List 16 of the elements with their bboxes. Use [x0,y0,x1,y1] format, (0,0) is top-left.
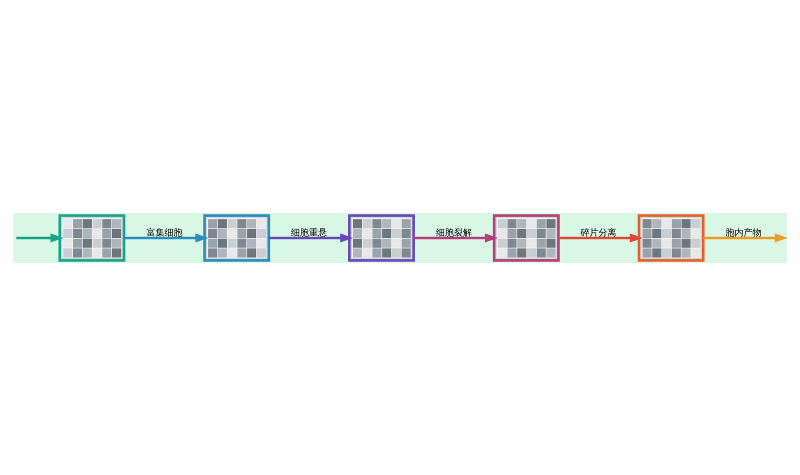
arrow [269,232,354,242]
edge-label: 细胞重悬 [291,228,328,238]
node-picture [203,214,270,262]
arrow [703,232,788,242]
edge-label: 细胞裂解 [436,228,472,238]
arrow [558,232,643,242]
node-picture [348,214,415,262]
node-picture [492,214,560,262]
node-picture [638,214,705,262]
node-picture [58,214,126,262]
arrow [16,232,64,242]
edge-label: 富集细胞 [146,228,182,238]
arrow [414,232,498,242]
edge-label: 碎片分离 [580,228,617,238]
arrow [124,232,208,242]
edge-label: 胞内产物 [726,228,762,238]
